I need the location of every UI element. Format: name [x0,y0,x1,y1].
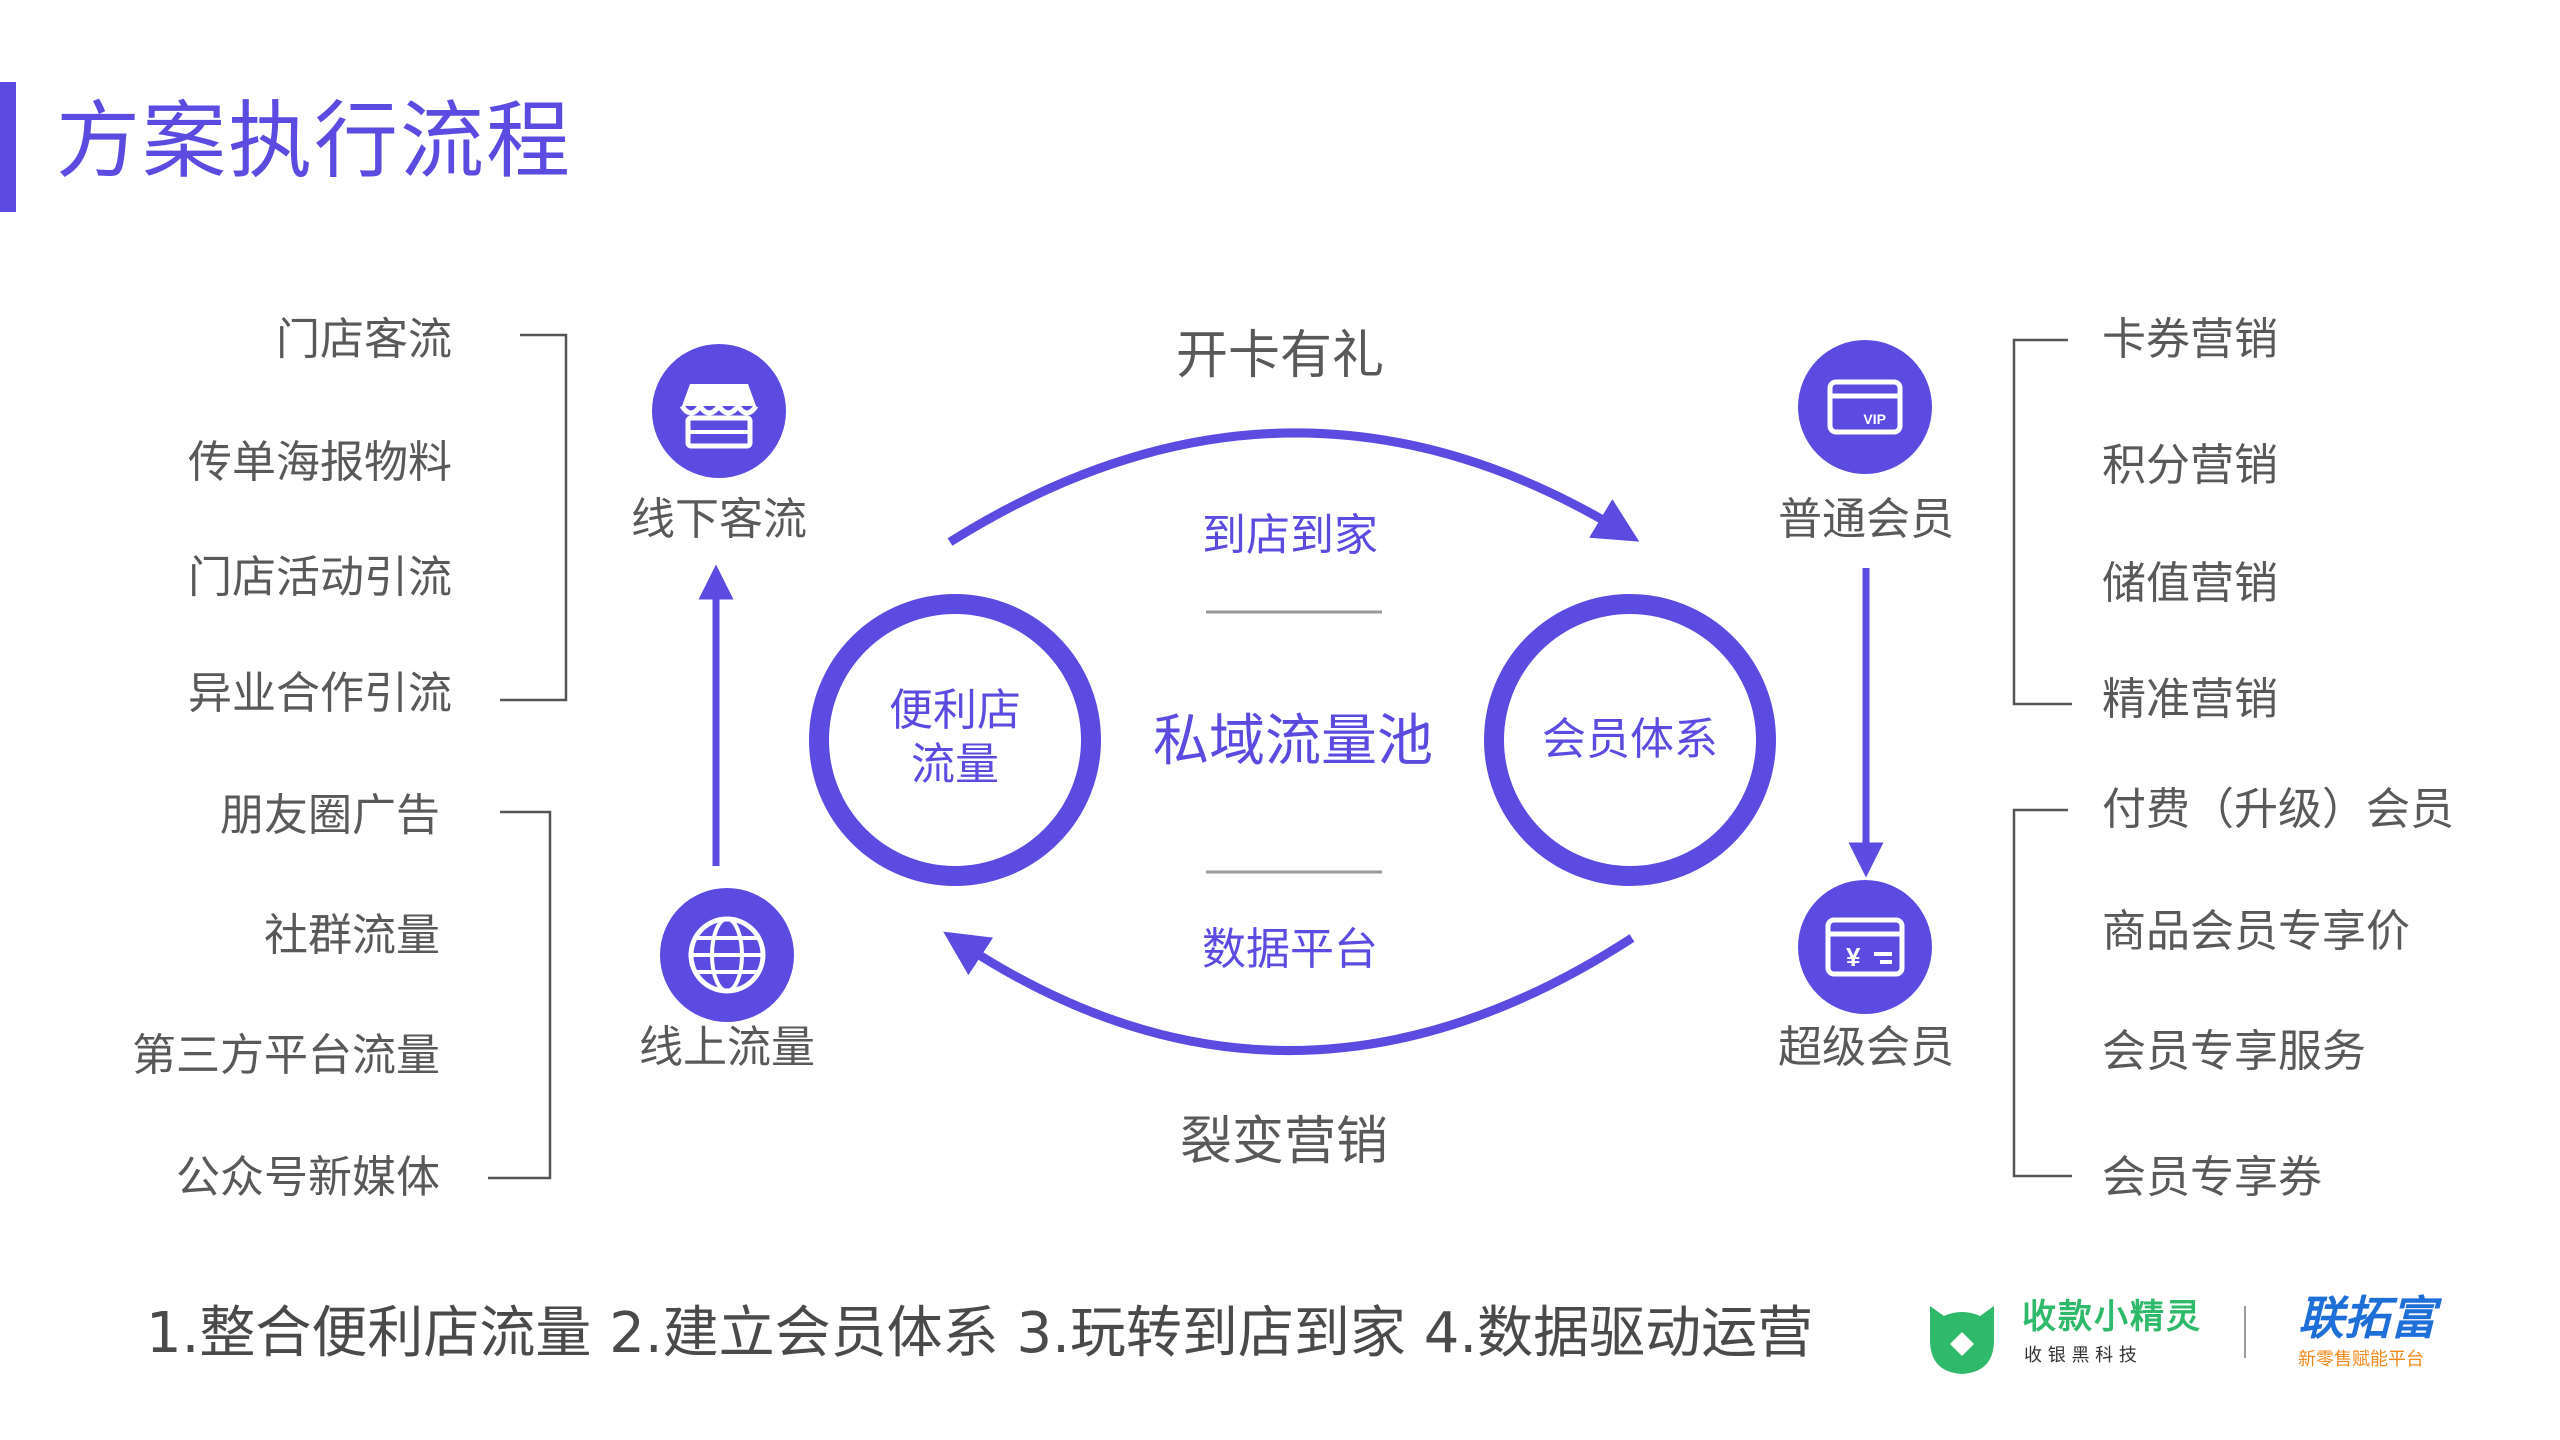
list-item: 第三方平台流量 [132,1030,440,1081]
circle-label-membership: 会员体系 [1542,714,1718,765]
list-item: 商品会员专享价 [2102,906,2410,957]
list-item: 门店客流 [276,314,452,365]
brand1-tagline: 收 银 黑 科 技 [2024,1345,2137,1366]
node-online-traffic: 线上流量 [639,1022,815,1073]
list-item: 付费（升级）会员 [2102,784,2454,835]
label-open-card-gift: 开卡有礼 [1175,326,1384,386]
svg-text:¥: ¥ [1846,942,1861,972]
node-offline-traffic: 线下客流 [631,494,807,545]
title-accent-bar [0,82,16,212]
arc-top [947,428,1640,546]
list-item: 卡券营销 [2102,314,2278,365]
label-store-home: 到店到家 [1202,510,1378,561]
bracket-online [488,810,552,1180]
list-item: 积分营销 [2102,440,2278,491]
circle-convenience-store-traffic [809,594,1101,886]
brand1-logo-icon [1922,1292,2002,1376]
list-item: 异业合作引流 [188,668,452,719]
bracket-super [2012,808,2072,1178]
list-item: 社群流量 [264,910,440,961]
circle-membership-system [1484,594,1776,886]
node-regular-member: 普通会员 [1778,494,1954,545]
storefront-icon [652,344,786,478]
list-item: 传单海报物料 [188,437,452,488]
circle-label-convenience-store: 便利店 流量 [889,685,1021,790]
list-item: 精准营销 [2102,674,2278,725]
label-data-platform: 数据平台 [1202,924,1378,975]
label-fission-marketing: 裂变营销 [1179,1112,1388,1172]
list-item: 会员专享服务 [2102,1026,2366,1077]
yen-card-icon: ¥ [1798,880,1932,1014]
brand2-name: 联拓富 [2298,1291,2436,1345]
list-item: 朋友圈广告 [220,790,440,841]
page-title: 方案执行流程 [56,92,573,190]
online-sources: 朋友圈广告 社群流量 第三方平台流量 公众号新媒体 [0,780,440,1203]
list-item: 会员专享券 [2102,1152,2322,1203]
logo-divider [2244,1306,2246,1358]
footer-summary: 1.整合便利店流量 2.建立会员体系 3.玩转到店到家 4.数据驱动运营 [146,1301,1814,1366]
list-item: 门店活动引流 [188,552,452,603]
label-private-traffic-pool: 私域流量池 [1153,709,1433,774]
svg-text:VIP: VIP [1863,411,1886,427]
bracket-offline [500,333,568,702]
arc-bottom [943,931,1635,1055]
list-item: 储值营销 [2102,558,2278,609]
globe-icon [660,888,794,1022]
list-item: 公众号新媒体 [176,1152,440,1203]
vip-card-icon: VIP [1798,340,1932,474]
node-super-member: 超级会员 [1778,1022,1954,1073]
brand2-tagline: 新零售赋能平台 [2298,1349,2424,1370]
brand1-name: 收款小精灵 [2022,1297,2202,1337]
offline-sources: 门店客流 传单海报物料 门店活动引流 异业合作引流 [0,300,452,720]
bracket-normal [2012,338,2072,706]
